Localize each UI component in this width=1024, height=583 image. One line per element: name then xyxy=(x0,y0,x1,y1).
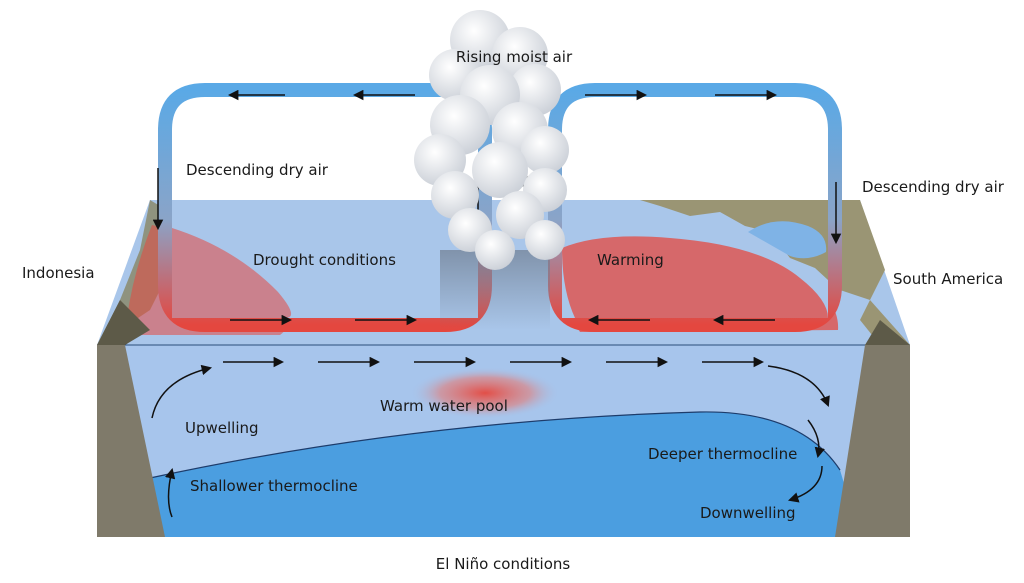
label-shallow-thermocline: Shallower thermocline xyxy=(190,477,358,495)
thermocline-line xyxy=(149,411,841,479)
right-land-wall xyxy=(835,345,910,537)
drought-region-inner xyxy=(172,228,292,318)
label-warm-water-pool: Warm water pool xyxy=(380,397,508,415)
downwelling-arrows xyxy=(767,365,830,503)
label-upwelling: Upwelling xyxy=(185,419,259,437)
upwelling-arrows xyxy=(151,364,213,518)
label-drought: Drought conditions xyxy=(253,251,396,269)
warm-water-pool xyxy=(410,367,560,419)
left-land-wall xyxy=(97,345,165,537)
right-land-top xyxy=(865,320,910,345)
left-land-top xyxy=(97,300,150,345)
label-descending-right: Descending dry air xyxy=(862,178,1005,196)
label-downwelling: Downwelling xyxy=(700,504,796,522)
warming-region-inner xyxy=(562,236,828,318)
gulf-in-right-loop xyxy=(748,221,827,259)
cloud-column xyxy=(414,10,569,270)
label-descending-left: Descending dry air xyxy=(186,161,329,179)
label-warming: Warming xyxy=(597,251,664,269)
land-in-right-loop xyxy=(640,200,828,280)
diagram-title: El Niño conditions xyxy=(436,555,571,573)
ocean-deep-layer xyxy=(97,411,860,537)
label-rising-air: Rising moist air xyxy=(456,48,573,66)
label-south-america: South America xyxy=(893,270,1003,288)
label-indonesia: Indonesia xyxy=(22,264,95,282)
label-deep-thermocline: Deeper thermocline xyxy=(648,445,797,463)
